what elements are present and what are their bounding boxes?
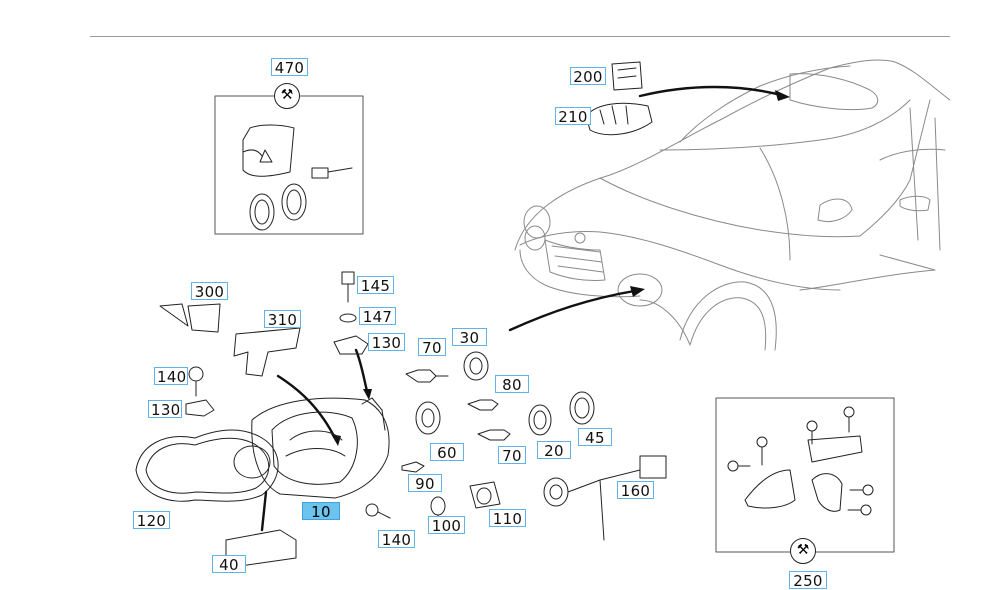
ring-45 xyxy=(569,391,595,425)
callout-40[interactable]: 40 xyxy=(212,555,246,574)
holder-30 xyxy=(463,351,489,381)
bracket-130b xyxy=(185,399,215,417)
callout-310[interactable]: 310 xyxy=(264,310,301,329)
callout-100[interactable]: 100 xyxy=(428,516,465,535)
callout-210[interactable]: 210 xyxy=(555,107,591,126)
bracket-130a xyxy=(333,335,369,355)
callout-140[interactable]: 140 xyxy=(154,367,188,386)
callout-145[interactable]: 145 xyxy=(357,276,394,295)
socket-110 xyxy=(469,481,501,509)
callout-45[interactable]: 45 xyxy=(578,428,612,447)
screw-140b xyxy=(365,503,391,519)
socket-60 xyxy=(415,401,441,435)
callout-20[interactable]: 20 xyxy=(537,441,571,460)
bulb-80 xyxy=(467,399,499,411)
callout-110[interactable]: 110 xyxy=(489,509,526,528)
cover-210 xyxy=(585,102,653,136)
gasket-300 xyxy=(159,303,221,333)
bulb-90 xyxy=(401,461,425,473)
callout-140[interactable]: 140 xyxy=(378,530,415,549)
callout-30[interactable]: 30 xyxy=(452,328,487,347)
wrench-icon: ⚒ xyxy=(274,83,300,109)
lens-120 xyxy=(135,429,279,502)
callout-130[interactable]: 130 xyxy=(368,333,405,352)
washer-147 xyxy=(339,313,357,323)
screw-140a xyxy=(188,366,204,397)
wrench-icon: ⚒ xyxy=(790,538,816,564)
callout-470[interactable]: 470 xyxy=(271,58,308,77)
callout-147[interactable]: 147 xyxy=(359,307,396,326)
callout-250[interactable]: 250 xyxy=(789,571,827,590)
callout-70[interactable]: 70 xyxy=(498,446,526,465)
callout-70[interactable]: 70 xyxy=(418,338,446,357)
bulb-70a xyxy=(405,369,449,383)
callout-160[interactable]: 160 xyxy=(617,481,654,500)
callout-90[interactable]: 90 xyxy=(408,474,442,493)
vehicle-outline xyxy=(514,59,951,351)
callout-300[interactable]: 300 xyxy=(191,282,228,301)
seal-310 xyxy=(233,327,301,377)
callout-10-selected[interactable]: 10 xyxy=(302,502,340,521)
ring-20 xyxy=(528,404,552,436)
bulb-70b xyxy=(477,429,511,441)
headlamp-assembly xyxy=(251,397,390,499)
callout-80[interactable]: 80 xyxy=(495,375,529,394)
control-unit-200 xyxy=(611,61,643,91)
callout-130[interactable]: 130 xyxy=(148,400,182,419)
screw-145 xyxy=(341,271,355,303)
kit-box-470 xyxy=(214,95,364,235)
callout-120[interactable]: 120 xyxy=(133,511,170,530)
harness-160 xyxy=(543,455,667,541)
callout-200[interactable]: 200 xyxy=(570,67,606,86)
header-divider xyxy=(90,36,950,37)
callout-60[interactable]: 60 xyxy=(430,443,464,462)
kit-box-250 xyxy=(715,397,895,553)
